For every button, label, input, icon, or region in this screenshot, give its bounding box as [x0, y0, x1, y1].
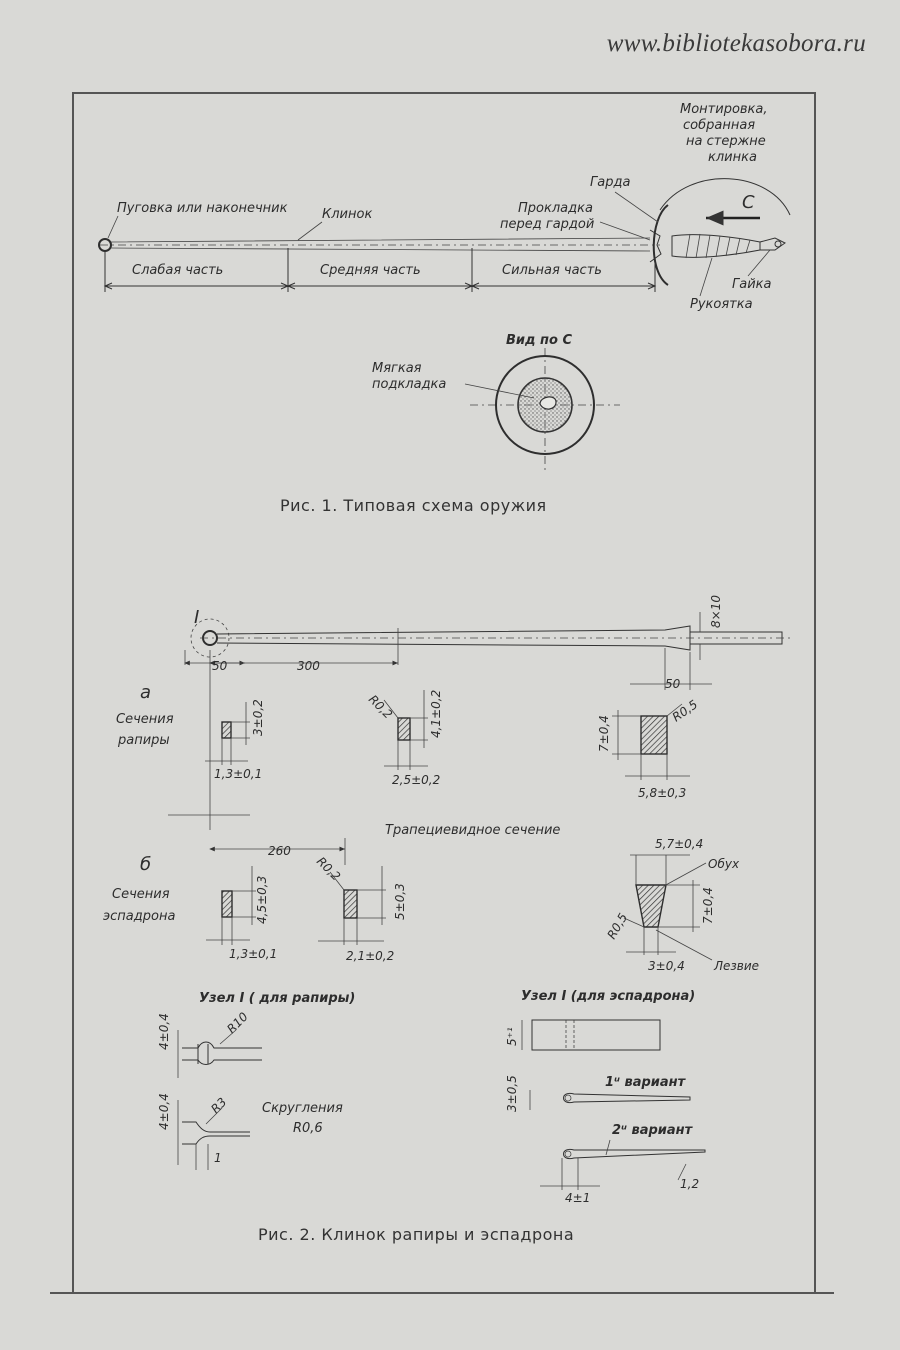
label-strong-part: Сильная часть [502, 263, 602, 278]
fig2-blade-drawing: I 8×10 50 300 50 а Сечения рапиры 3±0,2 [103, 595, 790, 1244]
label-soft-pad-line2: подкладка [372, 377, 446, 392]
node-foil-round-line2: R0,6 [293, 1121, 323, 1136]
foil-letter: а [140, 682, 151, 703]
node-epee-variant1-label: 1ᵘ вариант [605, 1075, 687, 1090]
label-tip: Пуговка или наконечник [117, 201, 288, 216]
node-foil-detail-2 [182, 1121, 250, 1145]
epee-trapezoid-section [635, 884, 667, 928]
label-guard: Гарда [590, 175, 630, 190]
epee-letter: б [140, 854, 151, 875]
epee-s1-width: 1,3±0,1 [229, 947, 277, 961]
epee-title-line1: Сечения [112, 887, 170, 902]
node-epee-d4: 4±1 [565, 1191, 590, 1205]
foil-s2-width: 2,5±0,2 [392, 773, 440, 787]
node-epee-variant2 [563, 1148, 706, 1160]
fig1-caption: Рис. 1. Типовая схема оружия [280, 496, 547, 515]
trap-bottom-width: 3±0,4 [648, 959, 685, 973]
label-mount-line4: клинка [708, 150, 757, 165]
fig2-caption: Рис. 2. Клинок рапиры и эспадрона [258, 1225, 574, 1244]
trap-edge-label: Лезвие [713, 959, 759, 973]
dim-50-right: 50 [665, 677, 681, 691]
label-mount-line3: на стержне [686, 134, 766, 149]
foil-title-line2: рапиры [117, 733, 170, 748]
node-foil-d1: 4±0,4 [157, 1013, 171, 1050]
label-view-c: Вид по С [506, 333, 572, 348]
trap-back-label: Обух [708, 857, 740, 871]
blade-outline [110, 237, 651, 252]
label-pad-line2: перед гардой [500, 217, 594, 232]
label-mount-line1: Монтировка, [680, 102, 768, 117]
guard-pad [649, 229, 662, 263]
fig1-weapon-scheme: C Слабая часть Средняя часть Сильная час… [98, 102, 791, 515]
foil-s1-width: 1,3±0,1 [214, 767, 262, 781]
epee-s1-height: 4,5±0,3 [255, 876, 269, 924]
node-mark: I [194, 607, 199, 628]
dim-300: 300 [297, 659, 320, 673]
epee-title-line2: эспадрона [103, 909, 175, 924]
label-blade: Клинок [322, 207, 372, 222]
node-foil-detail-1 [182, 1041, 262, 1065]
trap-title: Трапециевидное сечение [385, 823, 560, 838]
guard-bell [652, 204, 669, 286]
arrow-c-label: C [742, 192, 755, 213]
page-frame [72, 92, 816, 1294]
foil-s2-radius: R0,2 [366, 692, 395, 721]
label-pad-line1: Прокладка [518, 201, 593, 216]
foil-s3-width: 5,8±0,3 [638, 786, 686, 800]
node-foil-r3: R3 [208, 1095, 229, 1116]
dim-50-left: 50 [212, 659, 228, 673]
epee-s2-width: 2,1±0,2 [346, 949, 394, 963]
node-epee-d12: 1,2 [680, 1177, 699, 1191]
node-epee-bar [531, 1019, 661, 1051]
node-foil-r10: R10 [224, 1009, 251, 1036]
foil-s3-radius: R0,5 [670, 697, 700, 724]
mount-arc [659, 178, 791, 216]
label-soft-pad-line1: Мягкая [372, 361, 422, 376]
epee-section-1 [221, 890, 233, 918]
foil-s3-height: 7±0,4 [597, 715, 611, 752]
node-foil-round-line1: Скругления [262, 1101, 343, 1116]
watermark: www.bibliotekasobora.ru [606, 30, 866, 57]
epee-s2-height: 5±0,3 [393, 883, 407, 920]
dim-8x10: 8×10 [709, 595, 723, 628]
foil-s2-height: 4,1±0,2 [429, 690, 443, 738]
label-nut: Гайка [732, 277, 772, 292]
foil-section-3 [640, 715, 668, 755]
node-foil-title: Узел I ( для рапиры) [199, 991, 355, 1006]
handle-grip [671, 234, 761, 258]
node-epee-variant2-label: 2ᵘ вариант [612, 1123, 694, 1138]
trap-top-width: 5,7±0,4 [655, 837, 703, 851]
foil-title-line1: Сечения [116, 712, 174, 727]
node-epee-variant1 [563, 1092, 691, 1104]
trap-radius: R0,5 [604, 911, 630, 942]
foil-section-1 [221, 721, 232, 739]
trap-height: 7±0,4 [701, 887, 715, 924]
view-c-blade-section [539, 396, 557, 410]
label-handle: Рукоятка [690, 297, 753, 312]
label-middle-part: Средняя часть [320, 263, 421, 278]
dim-260: 260 [268, 844, 291, 858]
foil-s1-height: 3±0,2 [251, 699, 265, 736]
epee-section-2 [343, 889, 358, 919]
view-c-guard-circle [495, 355, 595, 455]
tip-button [98, 238, 112, 252]
node-epee-title: Узел I (для эспадрона) [521, 989, 695, 1004]
node-foil-d3: 1 [214, 1151, 222, 1165]
page-frame-bottom [50, 1292, 834, 1294]
node-foil-d2: 4±0,4 [157, 1093, 171, 1130]
epee-s2-radius: R0,2 [314, 854, 343, 883]
label-weak-part: Слабая часть [132, 263, 223, 278]
foil-section-2 [397, 717, 411, 741]
label-mount-line2: собранная [683, 118, 755, 133]
node-epee-d5: 5⁺¹ [505, 1027, 519, 1046]
node-epee-d3: 3±0,5 [505, 1075, 519, 1112]
